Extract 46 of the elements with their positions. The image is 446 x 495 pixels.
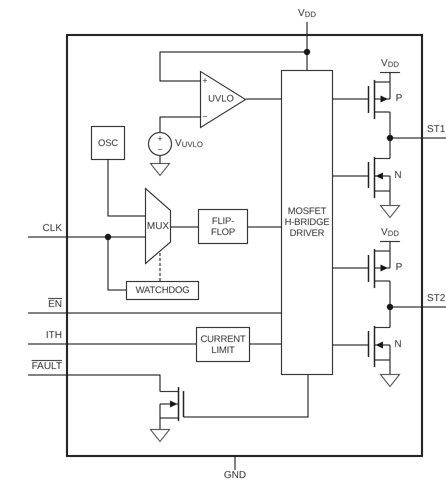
multiplexer-label: MUX [146, 222, 170, 232]
current-limit-block: CURRENT LIMIT [196, 327, 250, 362]
ground-symbol [380, 205, 400, 218]
pin-label: ST1 [424, 123, 446, 138]
chip-outline [66, 34, 423, 457]
plus-sign: + [157, 134, 163, 143]
wire [248, 226, 282, 228]
comparator-label: UVLO [208, 94, 234, 104]
mosfet-symbol [367, 80, 392, 119]
wire [170, 226, 198, 228]
oscillator-block: OSC [91, 126, 125, 160]
channel-type-label: N [394, 340, 402, 350]
driver-block: MOSFET H-BRIDGE DRIVER [281, 70, 333, 375]
ground-symbol [150, 429, 170, 442]
watchdog-block: WATCHDOG [126, 281, 199, 300]
ground-symbol [380, 374, 400, 387]
wire [108, 160, 146, 216]
pin-label: FAULT [28, 360, 66, 375]
pin-label: ST2 [424, 292, 446, 307]
voltage-source-circle [148, 132, 172, 156]
pin-label: EN [28, 298, 66, 313]
minus-sign: − [202, 112, 208, 122]
mosfet-symbol [367, 249, 392, 288]
pin-label: ITH [28, 329, 66, 344]
wire [28, 374, 160, 388]
wire [332, 98, 368, 100]
wire [246, 98, 282, 100]
channel-type-label: N [394, 171, 402, 181]
mosfet-symbol [158, 387, 185, 421]
pin-label: GND [220, 470, 250, 484]
plus-sign: + [202, 76, 208, 86]
channel-type-label: P [396, 94, 402, 104]
mosfet-symbol [367, 326, 392, 367]
wire [332, 344, 368, 346]
channel-type-label: P [396, 263, 402, 273]
wire [184, 374, 308, 418]
wire [28, 312, 282, 314]
wire [160, 116, 200, 132]
multiplexer-trapezoid [145, 188, 171, 264]
pin-label: CLK [28, 222, 66, 237]
flip-flop-block: FLIP-FLOP [198, 209, 248, 244]
ground-symbol [150, 163, 170, 176]
mosfet-symbol [367, 157, 392, 198]
comparator-triangle [200, 71, 246, 128]
minus-sign: − [157, 145, 163, 154]
wire [234, 456, 236, 470]
